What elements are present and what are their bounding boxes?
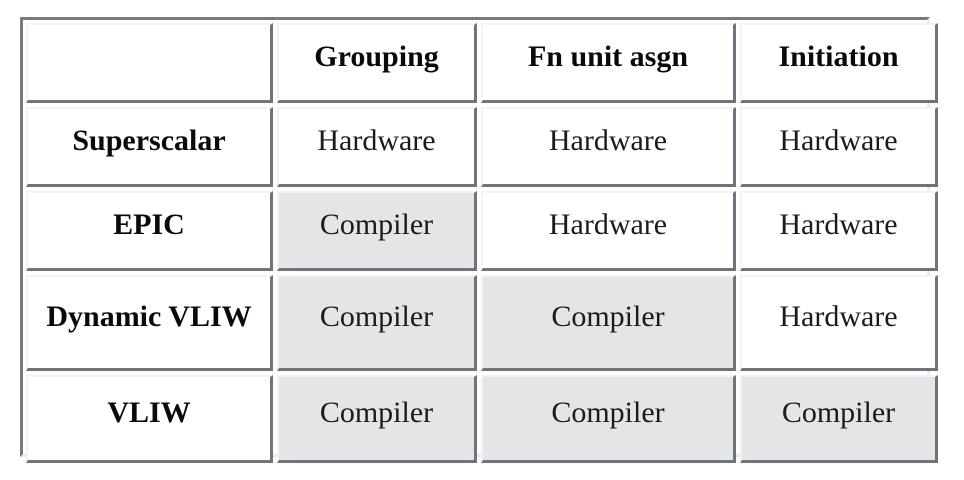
table-cell-value: Compiler [781, 395, 896, 429]
column-header-label: Fn unit asgn [527, 39, 689, 73]
table-cell-value: Hardware [317, 123, 436, 157]
table-cell: Hardware [740, 191, 938, 271]
row-header-label: Superscalar [72, 123, 226, 157]
table-cell-value: Hardware [779, 207, 898, 241]
column-header-fn_unit_asgn: Fn unit asgn [481, 23, 736, 103]
column-header-label: Grouping [314, 39, 439, 73]
table-cell: Hardware [277, 107, 477, 187]
table-cell-value: Hardware [548, 123, 668, 157]
column-header-grouping: Grouping [277, 23, 477, 103]
row-header-label: Dynamic VLIW [46, 299, 252, 333]
table-cell: Hardware [740, 107, 938, 187]
row-header-vliw: VLIW [26, 375, 273, 463]
table-cell-value: Hardware [779, 123, 898, 157]
table-cell-value: Compiler [319, 207, 434, 241]
table-cell-value: Compiler [319, 299, 434, 333]
table-cell-value: Compiler [551, 395, 665, 429]
row-header-epic: EPIC [26, 191, 273, 271]
table-cell-value: Hardware [548, 207, 668, 241]
table-cell: Compiler [740, 375, 938, 463]
row-header-label: VLIW [107, 395, 191, 429]
column-header-initiation: Initiation [740, 23, 938, 103]
table-cell: Compiler [481, 275, 736, 371]
table-cell: Hardware [481, 107, 736, 187]
table-cell-value: Compiler [319, 395, 434, 429]
table-cell: Compiler [481, 375, 736, 463]
table-cell: Compiler [277, 275, 477, 371]
table-cell: Hardware [481, 191, 736, 271]
table-cell: Compiler [277, 375, 477, 463]
table-cell: Compiler [277, 191, 477, 271]
table-cell-value: Hardware [779, 299, 898, 333]
row-header-dynamic-vliw: Dynamic VLIW [26, 275, 273, 371]
table-corner-cell [26, 23, 273, 103]
row-header-superscalar: Superscalar [26, 107, 273, 187]
row-header-label: EPIC [113, 207, 185, 241]
table-cell: Hardware [740, 275, 938, 371]
table-cell-value: Compiler [551, 299, 665, 333]
column-header-label: Initiation [778, 39, 899, 73]
